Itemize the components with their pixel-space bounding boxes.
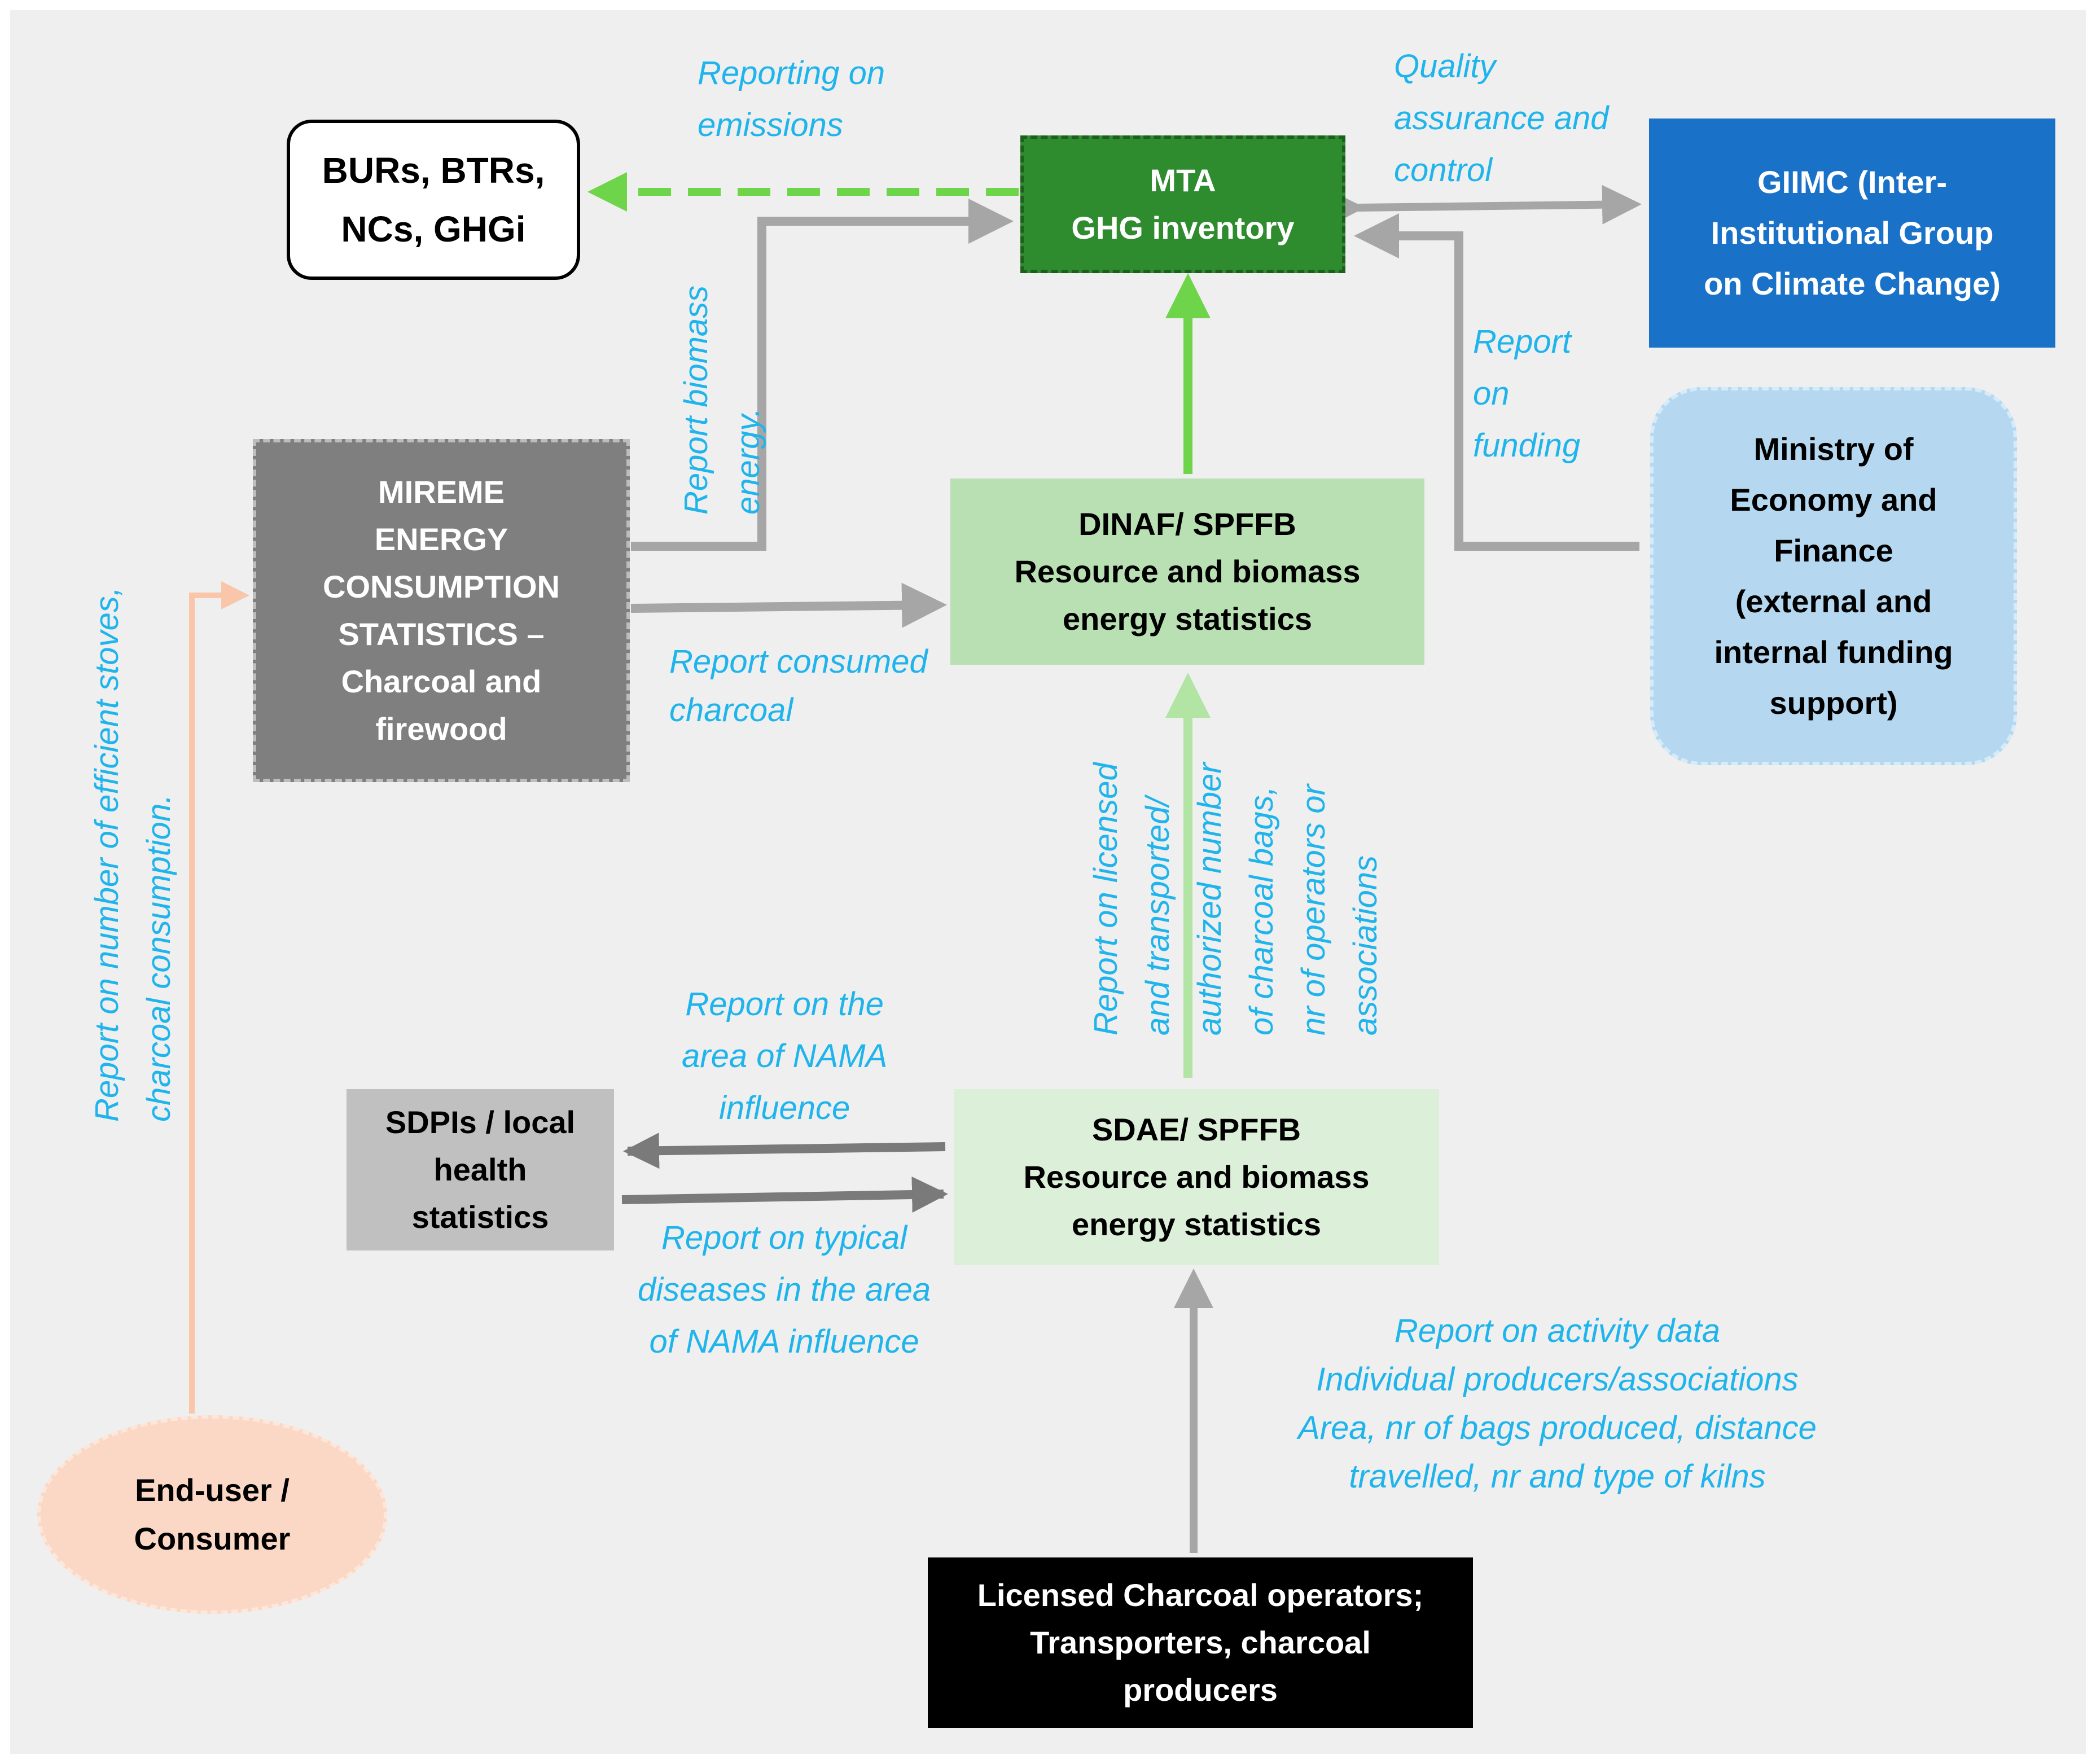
- node-mireme-label: MIREME ENERGY CONSUMPTION STATISTICS – C…: [323, 474, 560, 747]
- arrow-enduser-to-mireme: [189, 581, 249, 1414]
- arrow-sdae-to-sdpis: [623, 1133, 946, 1169]
- node-giimc-label: GIIMC (Inter- Institutional Group on Cli…: [1704, 164, 2001, 301]
- node-sdae-label: SDAE/ SPFFB Resource and biomass energy …: [1023, 1112, 1370, 1242]
- label-report-consumed: Report consumed charcoal: [669, 643, 928, 729]
- label-report-licensed: Report on licensed and transported/ auth…: [1088, 762, 1384, 1035]
- node-burs-label: BURs, BTRs, NCs, GHGi: [322, 150, 545, 249]
- node-mta-label: MTA GHG inventory: [1071, 163, 1295, 245]
- arrow-sdpis-to-sdae: [621, 1176, 948, 1213]
- label-report-biomass: Report biomass energy.: [678, 285, 766, 515]
- node-giimc: GIIMC (Inter- Institutional Group on Cli…: [1649, 119, 2055, 348]
- node-sdpis: SDPIs / local health statistics: [347, 1089, 614, 1250]
- node-mta: MTA GHG inventory: [1020, 135, 1345, 273]
- node-mef: Ministry of Economy and Finance (externa…: [1650, 387, 2017, 765]
- node-enduser: End-user / Consumer: [37, 1415, 387, 1614]
- node-dinaf-label: DINAF/ SPFFB Resource and biomass energy…: [1014, 506, 1361, 637]
- label-report-area: Report on the area of NAMA influence: [682, 986, 888, 1126]
- node-dinaf: DINAF/ SPFFB Resource and biomass energy…: [950, 479, 1424, 665]
- arrow-mireme-to-mta: [631, 199, 1014, 551]
- node-mef-label: Ministry of Economy and Finance (externa…: [1714, 431, 1953, 721]
- node-sdpis-label: SDPIs / local health statistics: [385, 1104, 576, 1235]
- node-sdae: SDAE/ SPFFB Resource and biomass energy …: [954, 1089, 1439, 1265]
- arrow-mireme-to-dinaf: [630, 582, 947, 628]
- arrow-mef-to-mta: [1354, 213, 1639, 551]
- node-enduser-label: End-user / Consumer: [134, 1472, 291, 1556]
- label-quality-assurance: Quality assurance and control: [1394, 48, 1609, 188]
- label-report-funding: Report on funding: [1473, 323, 1581, 464]
- arrow-mta-giimc: [1325, 185, 1642, 228]
- node-burs: BURs, BTRs, NCs, GHGi: [287, 120, 580, 280]
- label-report-activity: Report on activity data Individual produ…: [1298, 1313, 1817, 1495]
- node-operators: Licensed Charcoal operators; Transporter…: [928, 1557, 1473, 1728]
- label-report-stoves: Report on number of efficient stoves, ch…: [89, 587, 177, 1122]
- node-operators-label: Licensed Charcoal operators; Transporter…: [977, 1577, 1424, 1708]
- label-reporting-emissions: Reporting on emissions: [698, 55, 885, 143]
- node-mireme: MIREME ENERGY CONSUMPTION STATISTICS – C…: [253, 439, 630, 782]
- label-report-diseases: Report on typical diseases in the area o…: [638, 1219, 931, 1360]
